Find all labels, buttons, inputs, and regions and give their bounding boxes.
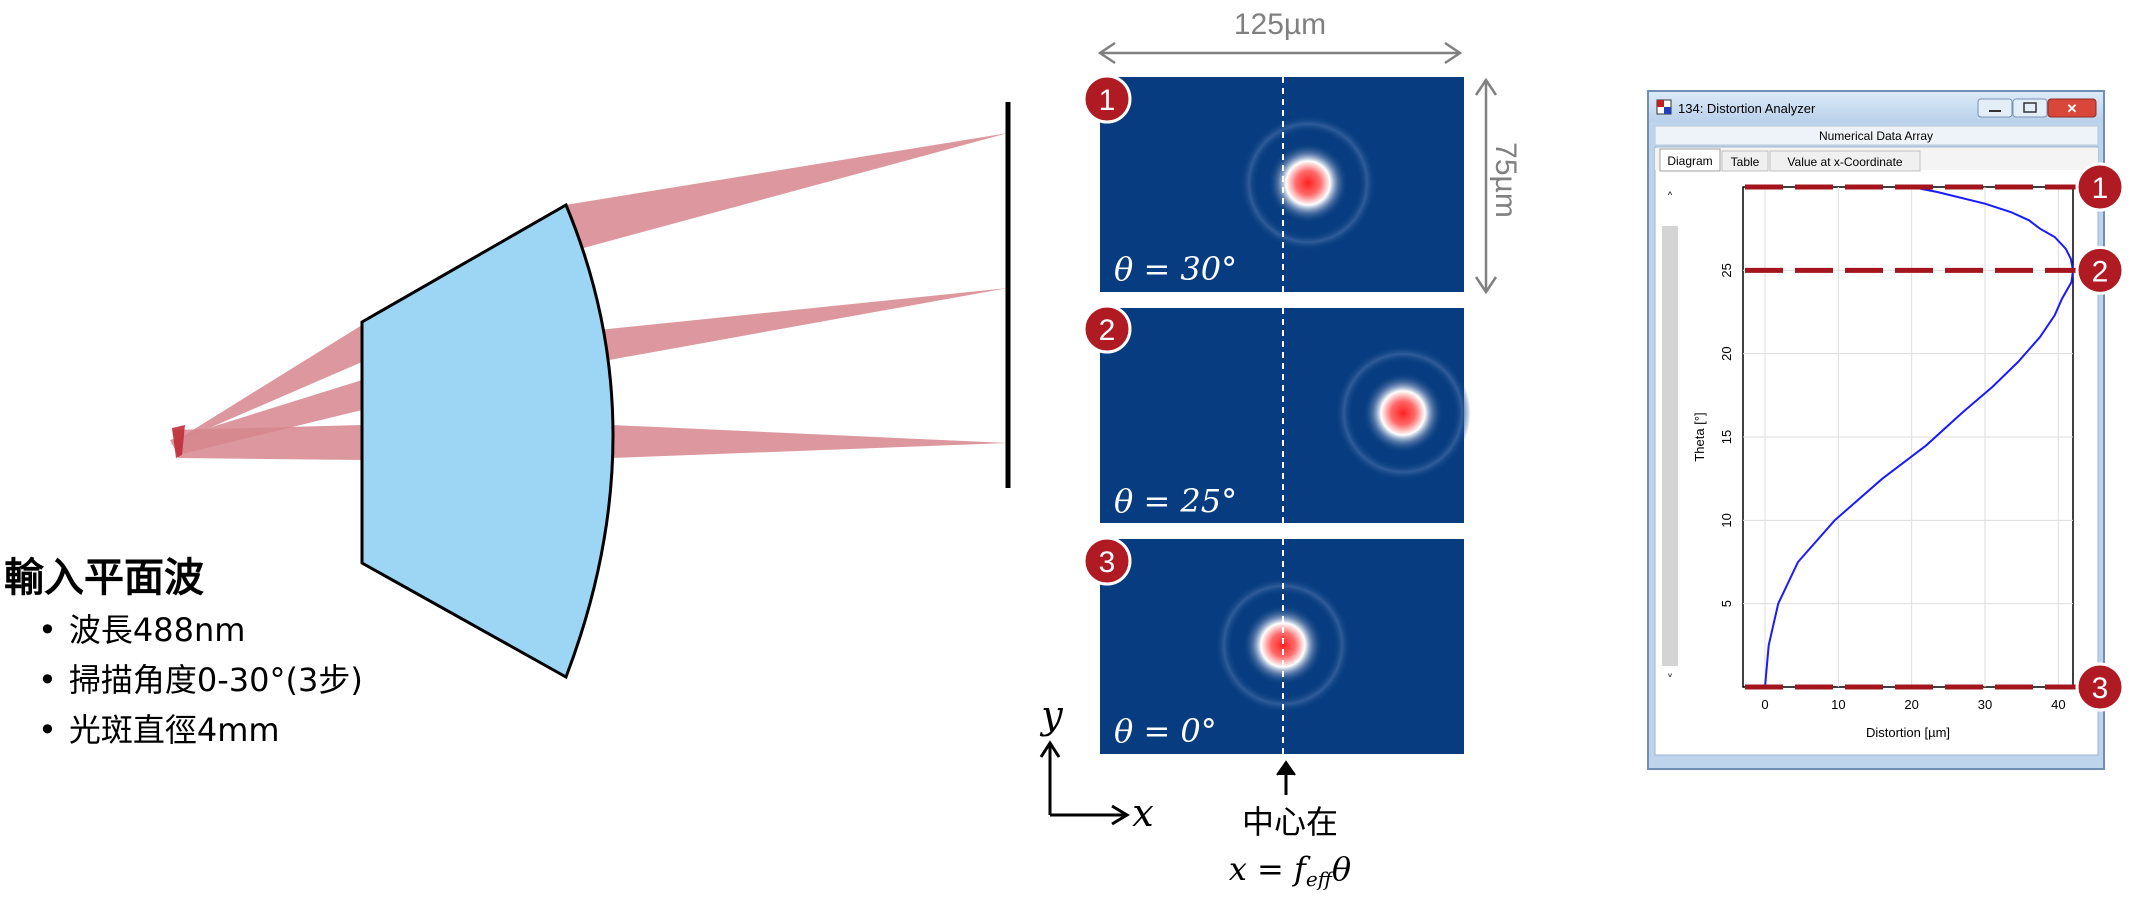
beam-1 [170,325,362,445]
theta-marker-3: 3 [1745,662,2125,712]
beam-3 [172,425,362,460]
distortion-curve [1764,186,2075,688]
xy-axes: y x [1039,693,1153,835]
panel-badge-2: 2 [1082,304,1132,354]
x-tick-label: 40 [2051,697,2065,712]
theta-marker-1: 1 [1745,162,2125,212]
marker-badge-label: 2 [2092,255,2109,288]
svg-text:Table: Table [1731,155,1760,169]
height-dimension: 75µm [1474,77,1522,295]
center-formula: x = feffθ [1229,850,1351,891]
y-tick-label: 20 [1719,346,1734,360]
panel-3-angle: θ = 0° [1114,712,1217,750]
svg-text:3: 3 [1099,546,1116,579]
beam-source [172,425,185,458]
theta-markers: 1 2 3 [1745,162,2125,712]
beam-1-out [565,133,1008,253]
y-tick-label: 5 [1719,600,1734,607]
width-label: 125µm [1234,8,1326,41]
scroll-down-icon: ˅ [1667,673,1674,689]
close-icon: ✕ [2067,101,2078,116]
tab-diagram[interactable]: Diagram [1659,148,1721,172]
bullet-wavelength: 波長488nm [38,605,363,655]
height-label: 75µm [1489,142,1522,218]
width-dimension: 125µm [1097,8,1463,65]
beam-3-out [612,425,1008,458]
app-icon [1656,99,1672,115]
input-title: 輸入平面波 [4,555,204,601]
svg-text:1: 1 [1099,84,1116,117]
bullet-beam-diameter: 光斑直徑4mm [38,705,363,755]
y-tick-label: 10 [1719,513,1734,527]
vertical-scrollbar[interactable]: ˄ ˅ [1662,191,1678,689]
marker-badge-label: 1 [2092,172,2109,205]
beam-2-out [598,288,1008,362]
svg-text:2: 2 [1099,314,1116,347]
plot-xlabel: Distortion [µm] [1866,725,1950,740]
scroll-up-icon: ˄ [1667,191,1674,207]
minimize-button[interactable] [1977,98,2013,118]
axis-x-label: x [1132,791,1153,835]
svg-text:Value at x-Coordinate: Value at x-Coordinate [1787,155,1903,169]
x-tick-label: 20 [1904,697,1918,712]
marker-badge-label: 3 [2092,672,2109,705]
theta-marker-2: 2 [1745,245,2125,295]
input-bullets: 波長488nm 掃描角度0-30°(3步) 光斑直徑4mm [38,605,363,755]
panel-1-angle: θ = 30° [1114,250,1237,288]
light-beams [170,133,1008,460]
close-button[interactable]: ✕ [2047,98,2097,118]
panel-badge-3: 3 [1082,536,1132,586]
axis-y-label: y [1039,693,1063,737]
plot-ylabel: Theta [°] [1692,412,1707,461]
panel-2-angle: θ = 25° [1114,482,1237,520]
panel-badge-1: 1 [1082,74,1132,124]
window-title: 134: Distortion Analyzer [1678,101,1816,116]
x-tick-label: 0 [1761,697,1768,712]
y-tick-label: 15 [1719,430,1734,444]
svg-text:Diagram: Diagram [1667,154,1712,168]
spot-panels: 125µm 75µm θ = 30° θ = 25° θ = 0° 1 [1039,8,1522,891]
tab-table[interactable]: Table [1721,150,1769,172]
bullet-scan-angle: 掃描角度0-30°(3步) [38,655,363,705]
y-tick-label: 25 [1719,263,1734,277]
center-label: 中心在 [1242,803,1338,841]
x-tick-label: 10 [1831,697,1845,712]
lens [360,202,615,680]
x-tick-label: 30 [1978,697,1992,712]
tab-value-at-x[interactable]: Value at x-Coordinate [1769,150,1921,172]
maximize-button[interactable] [2012,98,2048,118]
array-header: Numerical Data Array [1819,129,1933,143]
distortion-analyzer-window: 134: Distortion Analyzer ✕ Numerical Dat… [1647,90,2105,770]
